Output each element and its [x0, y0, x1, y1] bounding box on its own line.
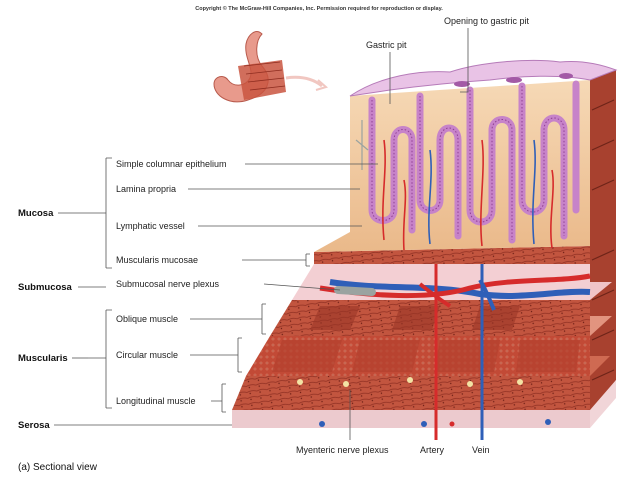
oblique-muscle-label: Oblique muscle	[116, 314, 178, 324]
muscularis-bracket	[88, 309, 112, 409]
longitudinal-muscle-label: Longitudinal muscle	[116, 396, 196, 406]
muscularis-label: Muscularis	[18, 353, 68, 364]
lymphatic-vessel	[355, 120, 369, 170]
muscularis-mucosae-label: Muscularis mucosae	[116, 255, 198, 265]
lamina-propria-label: Lamina propria	[116, 184, 176, 194]
opening-gastric-pit-label: Opening to gastric pit	[444, 16, 530, 26]
mucosa-bracket	[86, 157, 112, 269]
mucosal-capillaries	[382, 139, 554, 251]
simple-columnar-label: Simple columnar epithelium	[116, 159, 227, 169]
gastric-pit-label: Gastric pit	[366, 40, 407, 50]
artery-label: Artery	[420, 445, 445, 455]
myenteric-plexus-label: Myenteric nerve plexus	[296, 445, 389, 455]
circular-muscle-label: Circular muscle	[116, 350, 178, 360]
lymphatic-vessel-label: Lymphatic vessel	[116, 221, 185, 231]
submucosa-label: Submucosa	[18, 282, 73, 293]
mucosa-label: Mucosa	[18, 208, 54, 219]
mucosal-surface	[349, 59, 618, 97]
figure-caption: (a) Sectional view	[18, 462, 98, 473]
stomach-thumbnail	[213, 31, 329, 103]
copyright-notice: Copyright © The McGraw-Hill Companies, I…	[195, 5, 443, 12]
serosa-label: Serosa	[18, 420, 50, 431]
vein-label: Vein	[472, 445, 490, 455]
submucosal-plexus-label: Submucosal nerve plexus	[116, 279, 220, 289]
longitudinal-muscle-layer	[232, 376, 590, 410]
